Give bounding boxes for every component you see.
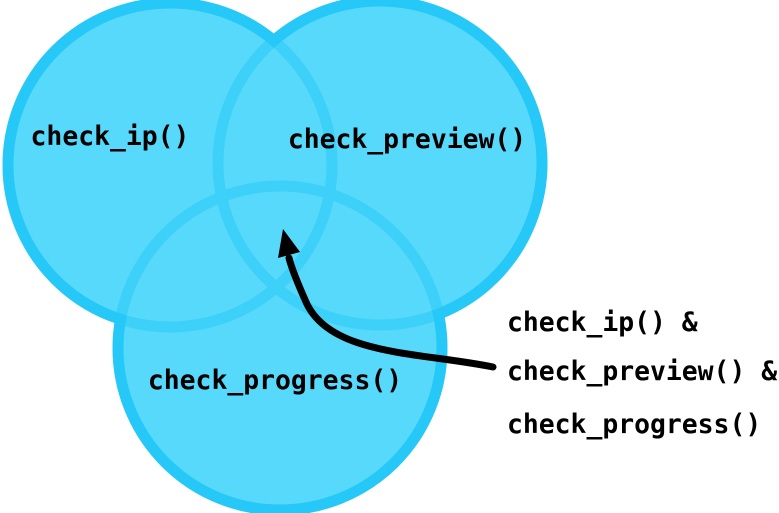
annotation-line-2: check_preview() & (507, 356, 777, 387)
annotation-line-3: check_progress() (507, 409, 761, 440)
circle-check-ip-outline (2, 0, 338, 333)
annotation-arrowhead-icon (278, 229, 300, 258)
circle-check-progress-outline (112, 180, 448, 513)
circle-check-progress (118, 186, 442, 510)
set-label-check-preview: check_preview() (288, 124, 526, 155)
annotation-text-block: check_ip() & check_preview() & check_pro… (507, 307, 777, 440)
set-label-check-ip: check_ip() (31, 121, 190, 152)
annotation-arrow-shaft (285, 254, 497, 371)
venn-outer-border (2, 0, 548, 513)
annotation-arrow (278, 229, 497, 371)
venn-circle-fills (8, 1, 542, 510)
set-label-check-progress: check_progress() (148, 365, 402, 396)
annotation-line-1: check_ip() & (507, 307, 698, 338)
circle-check-preview-outline (212, 0, 548, 331)
